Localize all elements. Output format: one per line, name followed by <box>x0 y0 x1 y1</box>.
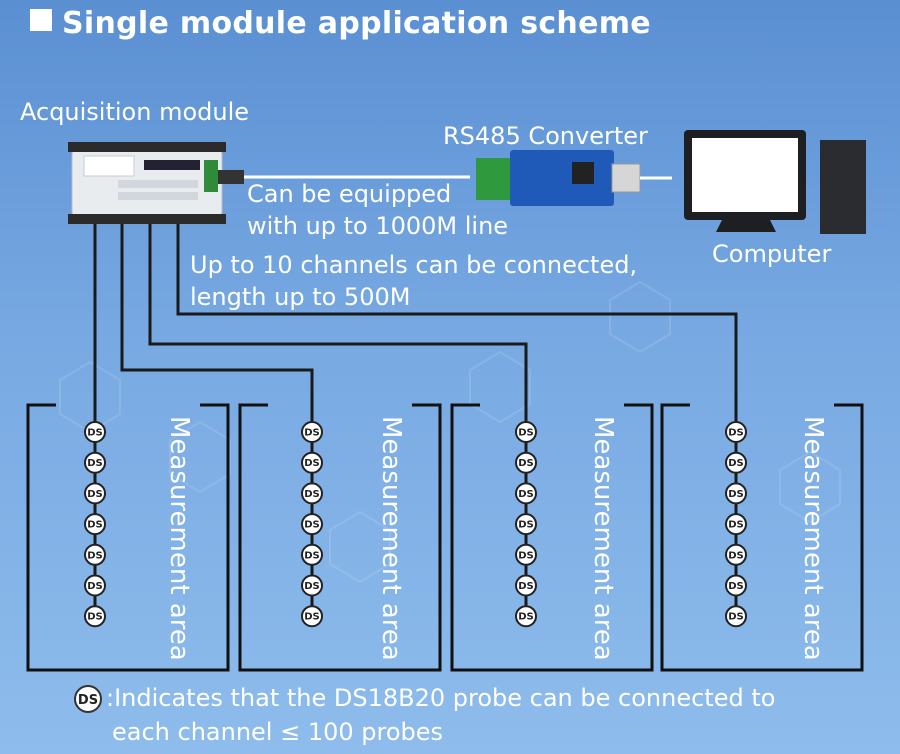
ds-probe <box>725 513 747 536</box>
ds-probe-label: DS <box>728 489 744 500</box>
ds-probe-label: DS <box>87 550 103 561</box>
ds-probe-label: DS <box>87 489 103 500</box>
area-bracket <box>450 403 654 672</box>
area-bracket <box>660 403 864 672</box>
ds-probe-label: DS <box>518 520 534 531</box>
ds-probe-label: DS <box>87 581 103 592</box>
ds-probe-label: DS <box>304 581 320 592</box>
ds-probe <box>515 605 537 628</box>
ds-probe <box>515 482 537 505</box>
ds-probe <box>725 574 747 597</box>
channels-note-2: length up to 500M <box>190 283 411 311</box>
measurement-areas: DSDSDSDSDSDSDSDSDSDSDSDSDSDSDSDSDSDSDSDS… <box>26 403 864 672</box>
ds-probe <box>515 421 537 443</box>
ds-probe-label: DS <box>304 550 320 561</box>
measurement-area-label: Measurement area <box>164 416 194 661</box>
ds-probe-label: DS <box>728 612 744 623</box>
measurement-area-label: Measurement area <box>376 416 406 661</box>
legend-probe-icon: DS <box>74 685 102 713</box>
channels-note-1: Up to 10 channels can be connected, <box>190 251 638 279</box>
ds-probe <box>84 421 106 443</box>
ds-probe <box>301 574 323 597</box>
ds-probe-label: DS <box>304 458 320 469</box>
ds-probe <box>301 451 323 474</box>
ds-probe-label: DS <box>304 428 320 439</box>
ds-probe <box>515 543 537 566</box>
ds-probe <box>515 513 537 536</box>
measurement-area-1: DS DS DS DS DS DS DS <box>26 403 230 672</box>
page-title: Single module application scheme <box>30 6 651 41</box>
ds-probe <box>84 513 106 536</box>
ds-probe-label: DS <box>728 458 744 469</box>
ds-probe <box>301 543 323 566</box>
measurement-area-3: DS DS DS DS DS DS DS <box>450 403 654 672</box>
computer-device <box>684 130 866 234</box>
channel-wires <box>93 224 738 420</box>
ds-probe <box>301 482 323 505</box>
ds-probe <box>84 605 106 628</box>
line-note-2: with up to 1000M line <box>247 212 509 240</box>
ds-probe-label: DS <box>518 428 534 439</box>
rs485-converter-label: RS485 Converter <box>443 122 648 150</box>
ds-probe <box>515 574 537 597</box>
ds-probe-label: DS <box>87 458 103 469</box>
ds-probe-label: DS <box>87 520 103 531</box>
measurement-area-4: DS DS DS DS DS DS DS <box>660 403 864 672</box>
ds-probe-label: DS <box>518 458 534 469</box>
rs485-converter-device <box>476 150 641 206</box>
legend: DS:Indicates that the DS18B20 probe can … <box>74 682 776 746</box>
ds-probe-label: DS <box>518 612 534 623</box>
area-bracket <box>238 403 442 672</box>
ds-probe <box>725 421 747 443</box>
ds-probe-label: DS <box>304 612 320 623</box>
ds-probe <box>301 513 323 536</box>
ds-probe-label: DS <box>728 428 744 439</box>
ds-probe <box>725 543 747 566</box>
title-text: Single module application scheme <box>62 6 651 41</box>
ds-probe-label: DS <box>728 520 744 531</box>
ds-probe-label: DS <box>518 489 534 500</box>
ds-probe-label: DS <box>87 428 103 439</box>
ds-probe-label: DS <box>87 612 103 623</box>
area-bracket <box>26 403 230 672</box>
ds-probe <box>301 605 323 628</box>
legend-line-1: :Indicates that the DS18B20 probe can be… <box>106 684 776 712</box>
computer-label: Computer <box>712 240 832 268</box>
bullet-square <box>30 9 52 31</box>
ds-probe <box>725 482 747 505</box>
ds-probe-label: DS <box>728 581 744 592</box>
ds-probe <box>725 451 747 474</box>
line-note-1: Can be equipped <box>247 180 452 208</box>
ds-probe <box>84 543 106 566</box>
ds-probe-label: DS <box>304 520 320 531</box>
ds-probe <box>84 482 106 505</box>
measurement-area-2: DS DS DS DS DS DS DS <box>238 403 442 672</box>
ds-probe-label: DS <box>518 550 534 561</box>
ds-probe-label: DS <box>518 581 534 592</box>
acquisition-module-label: Acquisition module <box>20 98 250 126</box>
ds-probe-label: DS <box>728 550 744 561</box>
ds-probe <box>301 421 323 443</box>
ds-probe <box>515 451 537 474</box>
ds-probe <box>84 574 106 597</box>
measurement-area-label: Measurement area <box>588 416 618 661</box>
legend-line-2: each channel ≤ 100 probes <box>112 718 444 746</box>
ds-probe-label: DS <box>304 489 320 500</box>
ds-probe <box>725 605 747 628</box>
ds-probe <box>84 451 106 474</box>
acquisition-module-device <box>68 142 244 224</box>
measurement-area-label: Measurement area <box>798 416 828 661</box>
